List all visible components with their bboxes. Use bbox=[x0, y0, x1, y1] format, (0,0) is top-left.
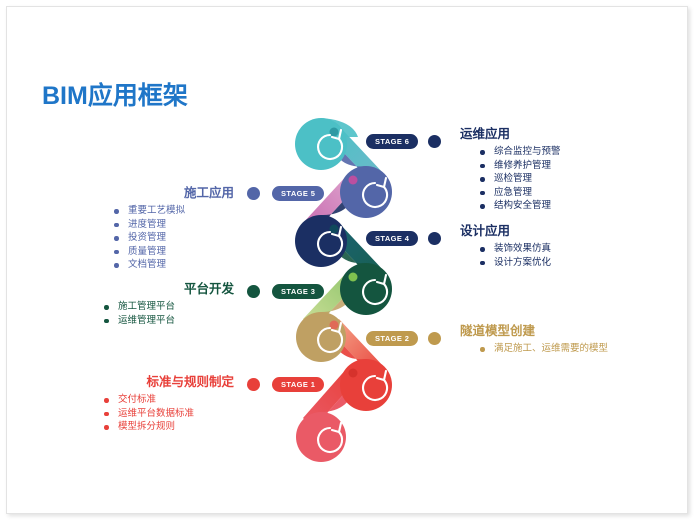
list-item: 质量管理 bbox=[112, 245, 234, 259]
list-item: 应急管理 bbox=[478, 186, 561, 200]
list-item: 满足施工、运维需要的模型 bbox=[478, 342, 608, 356]
stage-pill-2[interactable]: STAGE 2 bbox=[366, 331, 419, 346]
list-item: 文档管理 bbox=[112, 258, 234, 272]
stage-heading-3: 平台开发 bbox=[183, 282, 234, 296]
stage-heading-1: 标准与规则制定 bbox=[146, 375, 234, 389]
stage-bullets-3: 施工管理平台 运维管理平台 bbox=[102, 300, 234, 327]
stage-heading-2: 隧道模型创建 bbox=[460, 324, 536, 338]
stage-block-2: 隧道模型创建 满足施工、运维需要的模型 bbox=[460, 323, 608, 356]
stage-pill-4[interactable]: STAGE 4 bbox=[366, 231, 419, 246]
stage-dot-4 bbox=[428, 232, 441, 245]
stage-bullets-1: 交付标准 运维平台数据标准 模型拆分规则 bbox=[102, 393, 234, 434]
stage-bullets-5: 重要工艺模拟 进度管理 投资管理 质量管理 文档管理 bbox=[112, 204, 234, 272]
stage-bullets-2: 满足施工、运维需要的模型 bbox=[478, 342, 608, 356]
stage-pill-6[interactable]: STAGE 6 bbox=[366, 134, 419, 149]
list-item: 设计方案优化 bbox=[478, 256, 551, 270]
stage-heading-6: 运维应用 bbox=[460, 127, 511, 141]
list-item: 模型拆分规则 bbox=[102, 420, 234, 434]
list-item: 维修养护管理 bbox=[478, 159, 561, 173]
list-item: 运维管理平台 bbox=[102, 314, 234, 328]
stage-block-1: 标准与规则制定 交付标准 运维平台数据标准 模型拆分规则 bbox=[96, 374, 234, 434]
list-item: 运维平台数据标准 bbox=[102, 407, 234, 421]
list-item: 重要工艺模拟 bbox=[112, 204, 234, 218]
stage-pill-5[interactable]: STAGE 5 bbox=[272, 186, 325, 201]
list-item: 综合监控与预警 bbox=[478, 145, 561, 159]
stage-block-4: 设计应用 装饰效果仿真 设计方案优化 bbox=[460, 223, 551, 269]
list-item: 结构安全管理 bbox=[478, 199, 561, 213]
stage-block-6: 运维应用 综合监控与预警 维修养护管理 巡检管理 应急管理 结构安全管理 bbox=[460, 126, 561, 213]
list-item: 施工管理平台 bbox=[102, 300, 234, 314]
stage-dot-1 bbox=[247, 378, 260, 391]
stage-bullets-6: 综合监控与预警 维修养护管理 巡检管理 应急管理 结构安全管理 bbox=[478, 145, 561, 213]
stage-pill-3[interactable]: STAGE 3 bbox=[272, 284, 325, 299]
list-item: 交付标准 bbox=[102, 393, 234, 407]
list-item: 投资管理 bbox=[112, 231, 234, 245]
stage-dot-5 bbox=[247, 187, 260, 200]
stage-heading-5: 施工应用 bbox=[183, 186, 234, 200]
stage-dot-3 bbox=[247, 285, 260, 298]
stage-heading-4: 设计应用 bbox=[460, 224, 511, 238]
stage-block-5: 施工应用 重要工艺模拟 进度管理 投资管理 质量管理 文档管理 bbox=[106, 185, 234, 272]
list-item: 进度管理 bbox=[112, 218, 234, 232]
stage-dot-6 bbox=[428, 135, 441, 148]
stage-pill-1[interactable]: STAGE 1 bbox=[272, 377, 325, 392]
page-title: BIM应用框架 bbox=[42, 82, 188, 110]
stage-bullets-4: 装饰效果仿真 设计方案优化 bbox=[478, 242, 551, 269]
list-item: 巡检管理 bbox=[478, 172, 561, 186]
list-item: 装饰效果仿真 bbox=[478, 242, 551, 256]
stage-dot-2 bbox=[428, 332, 441, 345]
stage-block-3: 平台开发 施工管理平台 运维管理平台 bbox=[102, 281, 234, 327]
